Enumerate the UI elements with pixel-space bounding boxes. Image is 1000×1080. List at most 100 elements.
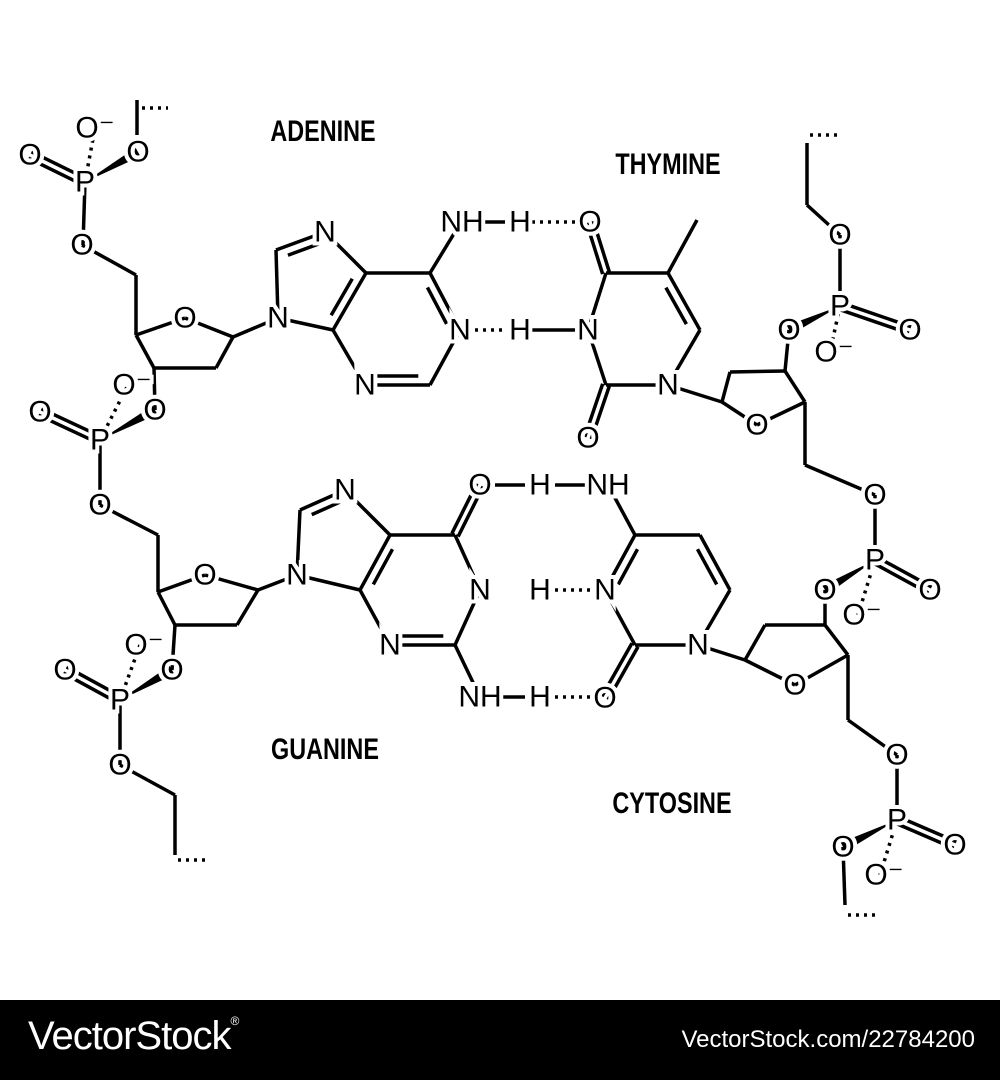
amine-group: NH bbox=[586, 469, 629, 502]
oxygen-atom: O bbox=[108, 749, 131, 782]
hydrogen-atom: H bbox=[529, 681, 551, 714]
oxygen-atom: O bbox=[88, 489, 111, 522]
double-bond bbox=[666, 272, 702, 331]
double-bond bbox=[275, 230, 326, 252]
oxygen-atom: O bbox=[777, 314, 800, 347]
single-bond bbox=[696, 589, 732, 646]
single-bond bbox=[343, 488, 392, 537]
hydrogen-bond-dotted bbox=[98, 384, 130, 441]
double-bond bbox=[299, 488, 346, 512]
double-bond bbox=[606, 645, 640, 701]
single-bond bbox=[135, 316, 186, 337]
phosphorus-atom: P bbox=[887, 804, 907, 837]
oxygen-atom: O bbox=[18, 139, 41, 172]
double-bond bbox=[603, 534, 637, 591]
double-bond-inner bbox=[311, 500, 342, 517]
single-bond bbox=[235, 589, 260, 626]
vectorstock-logo: VectorStock® bbox=[28, 1014, 239, 1059]
nitrogen-atom: N bbox=[379, 629, 401, 662]
single-bond bbox=[603, 589, 637, 646]
nitrogen-atom: N bbox=[594, 574, 616, 607]
hydrogen-bond-dotted bbox=[83, 127, 97, 183]
single-bond bbox=[606, 484, 637, 536]
oxide-anion: O⁻ bbox=[124, 629, 163, 662]
label-adenine: ADENINE bbox=[270, 114, 375, 147]
nitrogen-atom: N bbox=[687, 629, 709, 662]
oxygen-atom: O bbox=[943, 829, 966, 862]
hydrogen-atom: H bbox=[529, 574, 551, 607]
oxygen-atom: O bbox=[173, 302, 196, 335]
footer-bar: VectorStock® VectorStock.com/22784200 bbox=[0, 1000, 1000, 1080]
phosphorus-atom: P bbox=[110, 684, 130, 717]
image-reference: VectorStock.com/22784200 bbox=[681, 1026, 975, 1053]
nitrogen-atom: N bbox=[577, 314, 599, 347]
single-bond bbox=[277, 316, 334, 332]
double-bond bbox=[894, 821, 955, 850]
nitrogen-atom: N bbox=[449, 314, 471, 347]
double-bond bbox=[37, 413, 100, 445]
double-bond bbox=[358, 534, 392, 591]
double-bond-inner bbox=[329, 277, 354, 317]
single-bond bbox=[204, 573, 259, 592]
single-bond bbox=[666, 329, 702, 386]
oxygen-atom: O bbox=[783, 669, 806, 702]
single-bond bbox=[428, 231, 457, 274]
double-bond bbox=[589, 385, 611, 440]
oxygen-atom: O bbox=[126, 136, 149, 169]
single-bond bbox=[81, 181, 87, 246]
double-bond bbox=[600, 642, 634, 698]
double-bond bbox=[698, 534, 732, 591]
nitrogen-atom: N bbox=[469, 574, 491, 607]
oxygen-atom: O bbox=[193, 559, 216, 592]
single-bond bbox=[119, 763, 176, 797]
bonds bbox=[27, 100, 958, 917]
wedge-bond bbox=[85, 147, 141, 182]
oxygen-atom: O bbox=[898, 314, 921, 347]
single-bond bbox=[823, 623, 850, 657]
double-bond bbox=[583, 383, 605, 438]
phosphorus-atom: P bbox=[830, 290, 850, 323]
logo-text: VectorStock bbox=[28, 1014, 231, 1058]
single-bond bbox=[729, 369, 786, 374]
single-bond bbox=[274, 249, 280, 319]
double-bond bbox=[62, 671, 120, 705]
oxygen-atom: O bbox=[53, 654, 76, 687]
double-bond-inner bbox=[287, 242, 320, 257]
single-bond bbox=[846, 718, 899, 757]
hydrogen-atom: H bbox=[529, 469, 551, 502]
wedge-bond bbox=[120, 665, 175, 700]
wedge-bond bbox=[100, 405, 158, 440]
single-bond bbox=[184, 316, 234, 339]
double-bond bbox=[838, 307, 910, 335]
single-bond bbox=[428, 329, 462, 386]
amine-group: NH bbox=[440, 206, 483, 239]
double-bond bbox=[428, 272, 462, 331]
single-bond bbox=[453, 589, 482, 646]
single-bond bbox=[783, 370, 807, 403]
double-bond-inner bbox=[616, 548, 640, 586]
single-bond bbox=[214, 336, 235, 369]
double-bond bbox=[591, 220, 612, 273]
single-bond bbox=[841, 846, 847, 906]
double-bond bbox=[40, 407, 103, 439]
double-bond-inner bbox=[664, 286, 688, 326]
label-thymine: THYMINE bbox=[615, 147, 720, 180]
hydrogen-bond-dotted bbox=[118, 644, 142, 701]
oxygen-atom: O bbox=[578, 206, 601, 239]
nitrogen-atom: N bbox=[657, 369, 679, 402]
phosphorus-atom: P bbox=[75, 166, 95, 199]
double-bond bbox=[875, 555, 933, 589]
oxide-anion: O⁻ bbox=[814, 336, 853, 369]
oxygen-atom: O bbox=[70, 229, 93, 262]
oxygen-atom: O bbox=[828, 219, 851, 252]
single-bond bbox=[257, 573, 298, 592]
single-bond bbox=[453, 644, 482, 698]
nitrogen-atom: N bbox=[286, 559, 308, 592]
nitrogen-atom: N bbox=[354, 369, 376, 402]
double-bond bbox=[331, 272, 368, 331]
wedge-bond bbox=[786, 306, 840, 335]
double-bond bbox=[872, 561, 930, 595]
single-bond bbox=[232, 316, 279, 339]
